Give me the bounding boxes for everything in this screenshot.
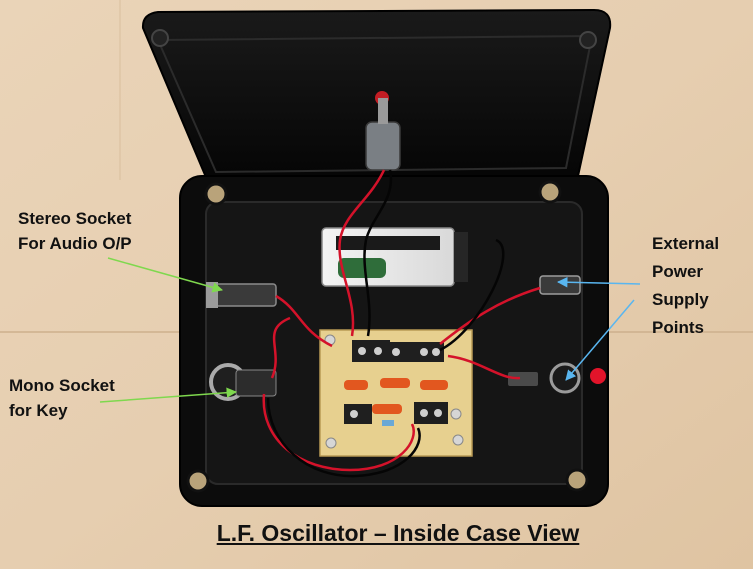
terminal-screw (420, 409, 428, 417)
case-lid-inner-rim (156, 34, 594, 174)
wire-black (266, 397, 421, 478)
capacitor (372, 404, 402, 414)
power-supply-label: External Power Supply Points (652, 230, 719, 342)
terminal-screw (432, 348, 440, 356)
mono-socket-label-line: for Key (9, 401, 68, 420)
wire-red (262, 393, 415, 472)
stereo-socket-label-line: Stereo Socket (18, 209, 132, 228)
battery-label-band (336, 236, 440, 250)
terminal-block (384, 342, 418, 362)
stereo-socket-label: Stereo Socket For Audio O/P (18, 206, 132, 256)
mono-socket-label: Mono Socket for Key (9, 373, 115, 423)
terminal-screw (434, 409, 442, 417)
power-points-arrow-lower (565, 299, 635, 381)
terminal-block (352, 340, 390, 362)
stereo-socket (213, 283, 277, 307)
terminal-block (414, 342, 444, 362)
lid-screw-hole (151, 29, 169, 47)
image-caption: L.F. Oscillator – Inside Case View (216, 520, 580, 546)
wire-black (439, 238, 505, 352)
mono-socket-label-line: Mono Socket (9, 376, 115, 395)
lid-screw-hole (579, 31, 597, 49)
terminal-screw (358, 347, 366, 355)
power-supply-label-line: Supply (652, 290, 709, 309)
power-points-arrow-upper (556, 276, 641, 288)
wire-red (275, 294, 333, 348)
wire-black (363, 169, 393, 337)
case-screw-post (186, 469, 210, 493)
case-screw-post (204, 182, 228, 206)
battery-clip (454, 232, 468, 282)
terminal-block (414, 402, 448, 424)
wire-red (270, 316, 291, 379)
terminal-screw (392, 348, 400, 356)
capacitor (380, 378, 410, 388)
wire-red (338, 169, 386, 337)
stereo-socket-label-line: For Audio O/P (18, 234, 132, 253)
mono-socket-arrow (99, 387, 238, 403)
power-socket-lower (549, 362, 581, 394)
terminal-screw (420, 348, 428, 356)
wire-red (439, 286, 541, 345)
stereo-socket-arrow (107, 257, 224, 293)
mono-socket-body (235, 369, 277, 397)
power-supply-label-line: Power (652, 262, 704, 281)
case-screw-post (565, 468, 589, 492)
power-supply-label-line: Points (652, 318, 704, 337)
wire-red (447, 354, 521, 380)
small-component (382, 420, 394, 426)
board-standoff (450, 408, 462, 420)
terminal-screw (374, 347, 382, 355)
board-standoff (452, 434, 464, 446)
capacitor (420, 380, 448, 390)
board-standoff (325, 437, 337, 449)
battery-graphic (338, 258, 386, 278)
potentiometer-body (365, 121, 401, 171)
case-screw-post (538, 180, 562, 204)
power-socket-bracket (508, 372, 538, 386)
capacitor (344, 380, 368, 390)
terminal-screw (350, 410, 358, 418)
power-socket-upper (539, 275, 581, 295)
power-supply-label-line: External (652, 234, 720, 253)
power-socket-red-plug (590, 368, 606, 384)
potentiometer-shaft (378, 98, 388, 124)
